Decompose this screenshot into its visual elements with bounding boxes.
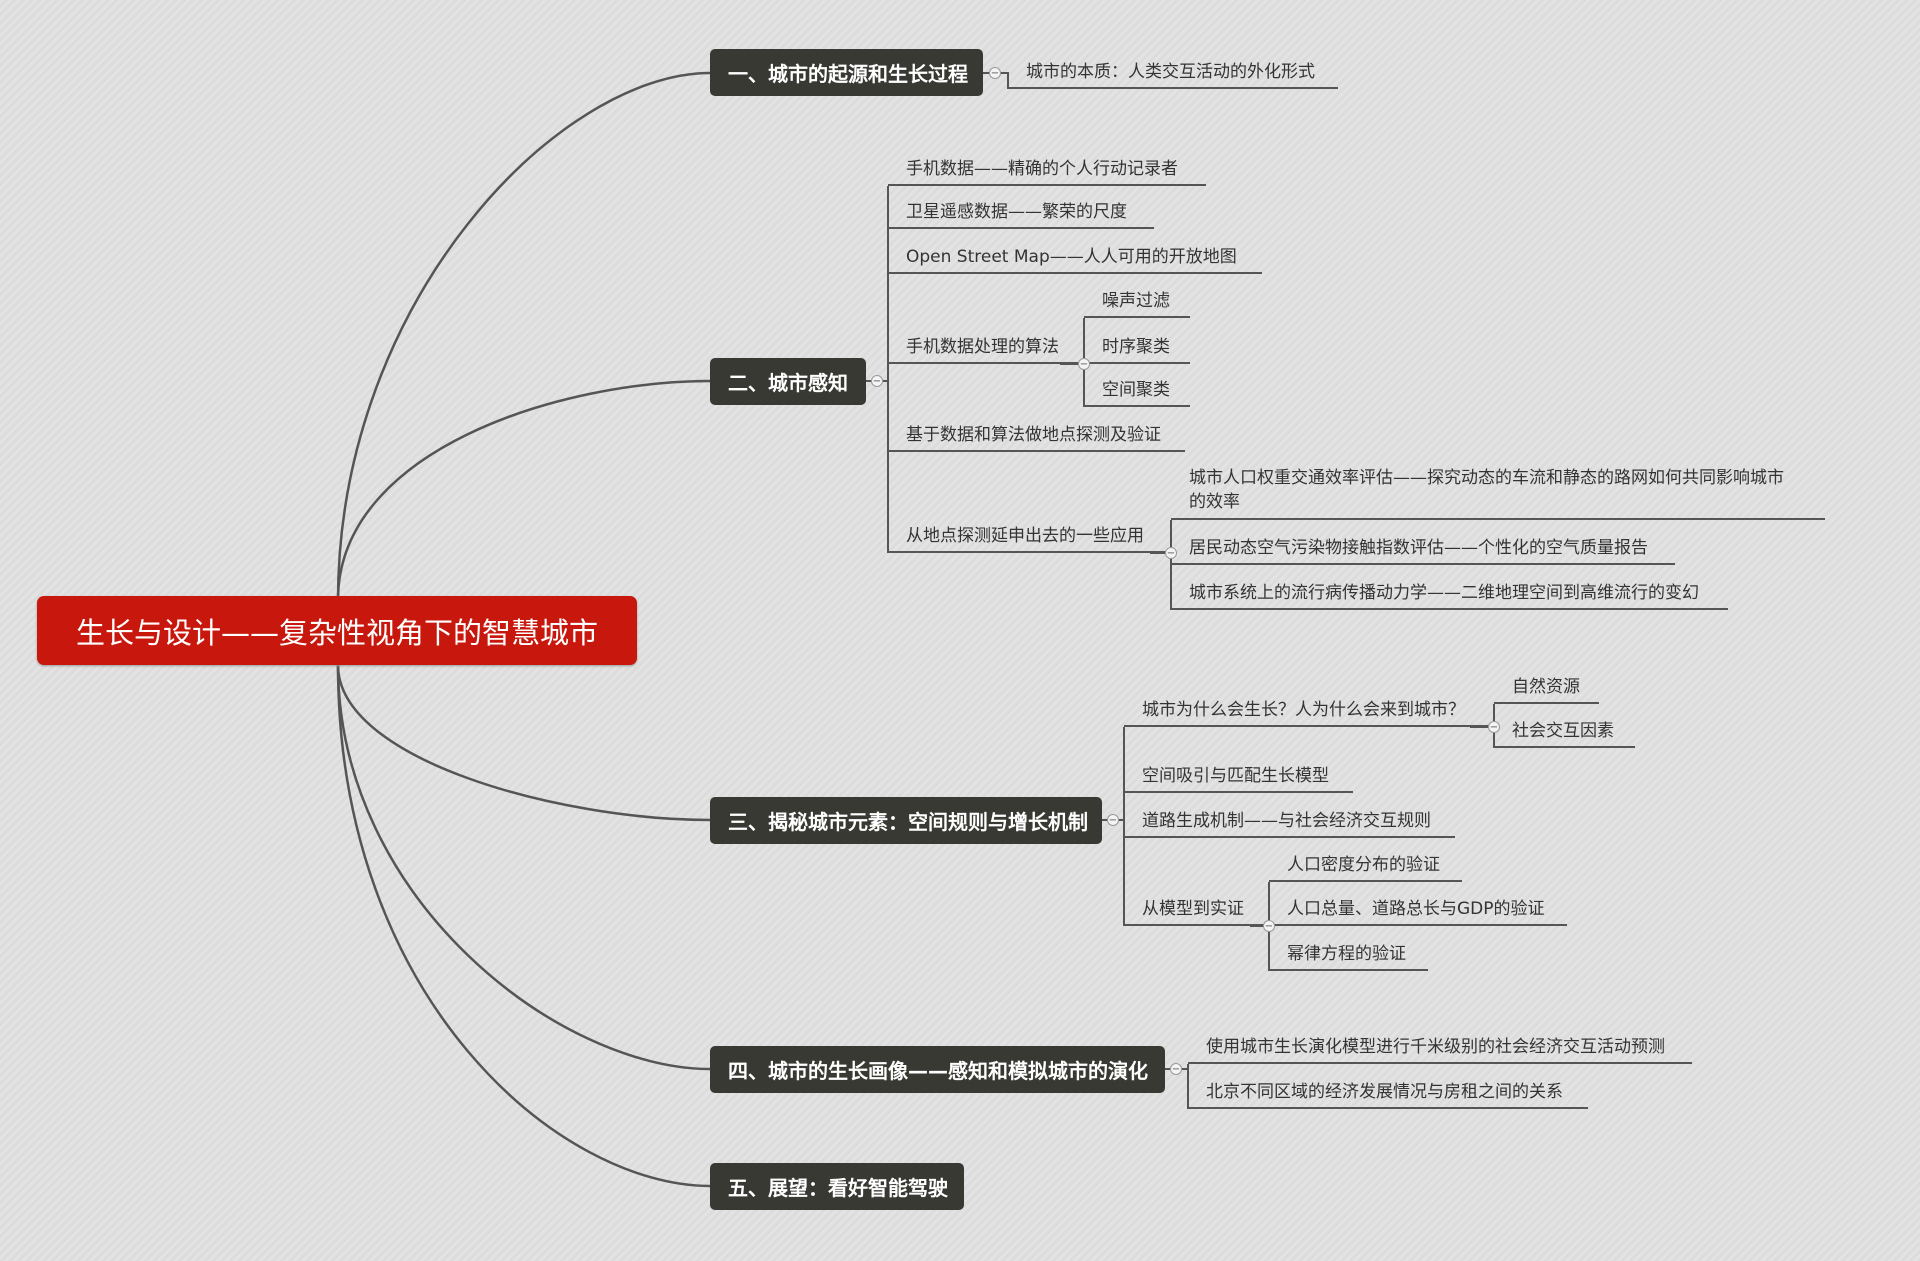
subtopic[interactable]: 城市的本质：人类交互活动的外化形式: [1008, 59, 1338, 89]
subtopic[interactable]: Open Street Map——人人可用的开放地图: [888, 244, 1262, 274]
collapse-toggle[interactable]: −: [989, 67, 1001, 79]
branch-topic-3[interactable]: 三、揭秘城市元素：空间规则与增长机制: [710, 797, 1102, 844]
subtopic[interactable]: 空间聚类: [1084, 377, 1190, 407]
subtopic[interactable]: 基于数据和算法做地点探测及验证: [888, 422, 1185, 452]
subtopic[interactable]: 使用城市生长演化模型进行千米级别的社会经济交互活动预测: [1188, 1034, 1692, 1064]
branch-topic-2[interactable]: 二、城市感知: [710, 358, 866, 405]
subtopic[interactable]: 手机数据处理的算法: [888, 334, 1084, 364]
subtopic[interactable]: 噪声过滤: [1084, 288, 1190, 318]
subtopic[interactable]: 城市人口权重交通效率评估——探究动态的车流和静态的路网如何共同影响城市的效率: [1171, 466, 1825, 520]
collapse-toggle[interactable]: −: [1263, 920, 1275, 932]
collapse-toggle[interactable]: −: [1165, 547, 1177, 559]
subtopic[interactable]: 空间吸引与匹配生长模型: [1124, 763, 1353, 793]
subtopic[interactable]: 北京不同区域的经济发展情况与房租之间的关系: [1188, 1079, 1588, 1109]
subtopic[interactable]: 城市系统上的流行病传播动力学——二维地理空间到高维流行的变幻: [1171, 580, 1728, 610]
branch-topic-4[interactable]: 四、城市的生长画像——感知和模拟城市的演化: [710, 1046, 1165, 1093]
root-topic[interactable]: 生长与设计——复杂性视角下的智慧城市: [37, 596, 637, 665]
subtopic[interactable]: 城市为什么会生长？人为什么会来到城市？: [1124, 697, 1494, 727]
branch-topic-5[interactable]: 五、展望：看好智能驾驶: [710, 1163, 964, 1210]
subtopic[interactable]: 人口总量、道路总长与GDP的验证: [1269, 896, 1567, 926]
collapse-toggle[interactable]: −: [871, 375, 883, 387]
collapse-toggle[interactable]: −: [1078, 358, 1090, 370]
collapse-toggle[interactable]: −: [1107, 814, 1119, 826]
subtopic[interactable]: 社会交互因素: [1494, 718, 1635, 748]
subtopic[interactable]: 幂律方程的验证: [1269, 941, 1428, 971]
branch-topic-1[interactable]: 一、城市的起源和生长过程: [710, 49, 983, 96]
subtopic[interactable]: 手机数据——精确的个人行动记录者: [888, 156, 1206, 186]
subtopic[interactable]: 人口密度分布的验证: [1269, 852, 1462, 882]
subtopic[interactable]: 道路生成机制——与社会经济交互规则: [1124, 808, 1455, 838]
subtopic[interactable]: 从地点探测延申出去的一些应用: [888, 523, 1171, 553]
subtopic[interactable]: 居民动态空气污染物接触指数评估——个性化的空气质量报告: [1171, 535, 1675, 565]
subtopic[interactable]: 从模型到实证: [1124, 896, 1269, 926]
collapse-toggle[interactable]: −: [1488, 721, 1500, 733]
subtopic[interactable]: 卫星遥感数据——繁荣的尺度: [888, 199, 1154, 229]
subtopic[interactable]: 时序聚类: [1084, 334, 1190, 364]
collapse-toggle[interactable]: −: [1170, 1063, 1182, 1075]
subtopic[interactable]: 自然资源: [1494, 674, 1599, 704]
